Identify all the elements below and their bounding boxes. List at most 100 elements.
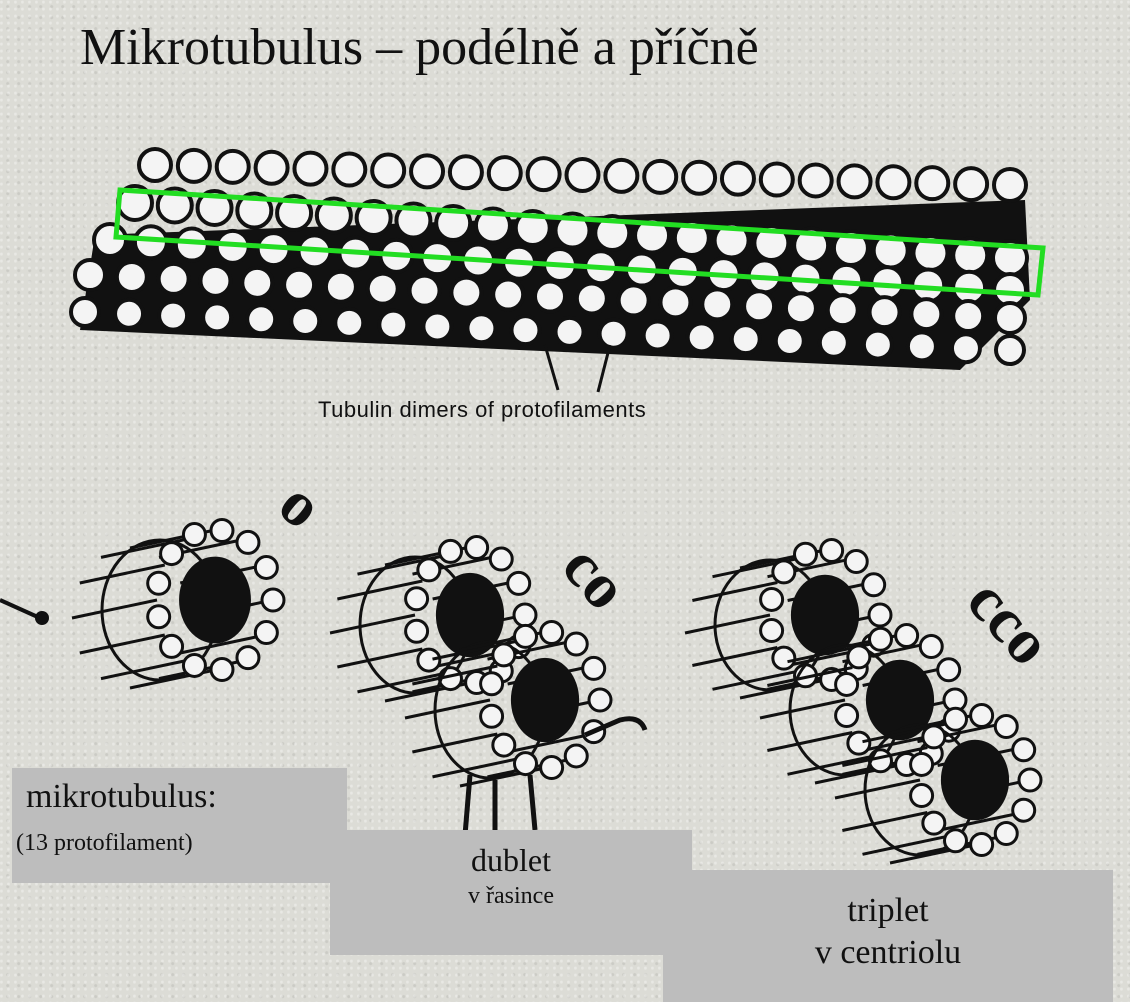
protofilament-line (835, 780, 920, 798)
tubulin-bead (159, 302, 187, 330)
protofilament-line (842, 813, 927, 831)
protofilament-circle (845, 551, 867, 573)
protofilament-circle (923, 812, 945, 834)
tubulin-bead (619, 285, 649, 315)
tubulin-bead (372, 154, 404, 186)
protofilament-circle (944, 708, 966, 730)
protofilament-circle (541, 621, 563, 643)
protofilament-circle (481, 705, 503, 727)
tube-lumen (511, 658, 579, 742)
protofilament-circle (514, 604, 536, 626)
tubulin-bead (71, 298, 99, 326)
tubulin-bead (489, 157, 521, 189)
protofilament-circle (237, 647, 259, 669)
protofilament-circle (761, 588, 783, 610)
tubulin-bead (600, 320, 628, 348)
protofilament-circle (418, 649, 440, 671)
tubulin-bead (660, 287, 690, 317)
protofilament-circle (995, 716, 1017, 738)
tubulin-bead (916, 167, 948, 199)
tube-lumen (941, 740, 1009, 821)
protofilament-line (767, 733, 852, 751)
tubulin-bead (761, 164, 793, 196)
tubulin-bead (423, 312, 451, 340)
protofilament-circle (161, 635, 183, 657)
tubulin-bead (291, 307, 319, 335)
tubulin-bead (839, 165, 871, 197)
protofilament-circle (971, 834, 993, 856)
tubulin-bead (294, 153, 326, 185)
protofilament-circle (237, 531, 259, 553)
microtubule-label: mikrotubulus: (13 protofilament) (12, 768, 347, 883)
protofilament-line (405, 700, 490, 718)
doublet-label-line1: dublet (330, 842, 692, 879)
tubulin-bead (996, 336, 1024, 364)
protofilament-circle (255, 556, 277, 578)
tubulin-bead (256, 152, 288, 184)
tubulin-bead (217, 151, 249, 183)
doublet-label: dublet v řasince (330, 830, 692, 955)
protofilament-circle (583, 657, 605, 679)
protofilament-circle (565, 745, 587, 767)
protofilament-circle (821, 539, 843, 561)
protofilament-circle (211, 520, 233, 542)
protofilament-circle (836, 705, 858, 727)
longitudinal-microtubule (71, 149, 1030, 370)
protofilament-circle (183, 524, 205, 546)
tubulin-bead (702, 289, 732, 319)
protofilament-line (72, 600, 157, 618)
protofilament-circle (493, 644, 515, 666)
tubulin-bead (995, 303, 1025, 333)
protofilament-circle (183, 654, 205, 676)
tubulin-bead (247, 305, 275, 333)
tube-lumen (436, 573, 504, 657)
protofilament-circle (406, 620, 428, 642)
tubulin-bead (744, 291, 774, 321)
protofilament-circle (541, 757, 563, 779)
triplet-label: triplet v centriolu (663, 870, 1113, 1002)
protofilament-circle (938, 659, 960, 681)
protofilament-circle (490, 548, 512, 570)
tubulin-bead (450, 156, 482, 188)
protofilament-circle (1013, 799, 1035, 821)
tubulin-bead (828, 295, 858, 325)
tubulin-bead (178, 150, 210, 182)
protofilament-circle (514, 625, 536, 647)
protofilament-circle (589, 689, 611, 711)
protofilament-circle (406, 588, 428, 610)
tubulin-bead (864, 331, 892, 359)
left-pointer-dot (35, 611, 49, 625)
tubulin-bead (994, 169, 1026, 201)
tubulin-bead (410, 276, 440, 306)
tubulin-bead (159, 264, 189, 294)
tubulin-bead (115, 300, 143, 328)
protofilament-circle (836, 673, 858, 695)
tubulin-bead (333, 154, 365, 186)
tubulin-bead (326, 272, 356, 302)
protofilament-circle (148, 572, 170, 594)
tubulin-bead (870, 297, 900, 327)
protofilament-circle (1013, 739, 1035, 761)
protofilament-circle (508, 572, 530, 594)
tubulin-bead (368, 274, 398, 304)
protofilament-circle (869, 604, 891, 626)
tubulin-bead (644, 161, 676, 193)
tubulin-bead (644, 322, 672, 350)
doublet-label-line2: v řasince (330, 883, 692, 910)
tubulin-bead (528, 158, 560, 190)
protofilament-circle (262, 589, 284, 611)
tube-lumen (179, 557, 251, 644)
tubulin-bead (732, 325, 760, 353)
protofilament-circle (418, 559, 440, 581)
protofilament-line (692, 648, 777, 666)
tubulin-bead (94, 224, 126, 256)
triplet-label-line2: v centriolu (663, 934, 1113, 972)
protofilament-circle (773, 561, 795, 583)
tubulin-bead (786, 293, 816, 323)
tubulin-bead (955, 168, 987, 200)
tubulin-bead (335, 309, 363, 337)
tubulin-bead (379, 311, 407, 339)
tubulin-caption: Tubulin dimers of protofilaments (318, 397, 646, 423)
left-pointer-line (0, 600, 40, 618)
protofilament-circle (481, 673, 503, 695)
